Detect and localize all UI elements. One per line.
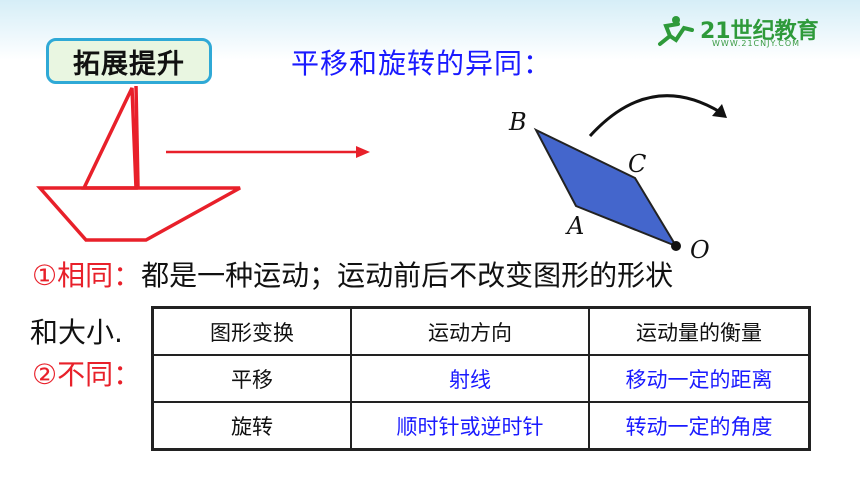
table-cell: 顺时针或逆时针 bbox=[350, 401, 590, 451]
rhombus-shape bbox=[533, 127, 679, 249]
similarity-continued: 和大小. bbox=[30, 316, 123, 349]
similarity-text: 都是一种运动；运动前后不改变图形的形状 bbox=[141, 259, 674, 292]
logo-runner-icon bbox=[658, 16, 694, 46]
comparison-table: 图形变换 运动方向 运动量的衡量 平移 射线 移动一定的距离 旋转 顺时针或逆时… bbox=[151, 306, 811, 451]
translation-arrow bbox=[166, 146, 370, 158]
page-heading: 平移和旋转的异同： bbox=[291, 47, 553, 80]
logo-subtext: WWW.21CNJY.COM bbox=[712, 39, 801, 48]
table-header-row: 图形变换 运动方向 运动量的衡量 bbox=[151, 306, 811, 356]
logo-name: 21世纪教育 bbox=[700, 19, 819, 44]
table-cell: 移动一定的距离 bbox=[588, 354, 811, 403]
similarity-marker: ①相同： bbox=[32, 259, 142, 292]
table-row: 平移 射线 移动一定的距离 bbox=[151, 354, 811, 403]
label-c: C bbox=[628, 150, 646, 178]
table-row: 旋转 顺时针或逆时针 转动一定的角度 bbox=[151, 401, 811, 451]
table-header-cell: 运动量的衡量 bbox=[588, 306, 811, 356]
table-cell: 旋转 bbox=[151, 401, 352, 451]
table-header-cell: 图形变换 bbox=[151, 306, 352, 356]
table-cell: 射线 bbox=[350, 354, 590, 403]
difference-marker: ②不同： bbox=[32, 358, 142, 391]
similarity-line: ①相同：都是一种运动；运动前后不改变图形的形状 bbox=[32, 254, 673, 294]
table-header-cell: 运动方向 bbox=[350, 306, 590, 356]
label-b: B bbox=[508, 108, 527, 136]
table-cell: 平移 bbox=[151, 354, 352, 403]
rotation-arrow bbox=[588, 94, 727, 138]
label-a: A bbox=[565, 212, 584, 240]
rotation-center-point bbox=[671, 241, 681, 251]
sailboat-figure bbox=[36, 85, 241, 242]
label-o: O bbox=[690, 236, 710, 264]
table-cell: 转动一定的角度 bbox=[588, 401, 811, 451]
section-badge: 拓展提升 bbox=[46, 38, 212, 84]
